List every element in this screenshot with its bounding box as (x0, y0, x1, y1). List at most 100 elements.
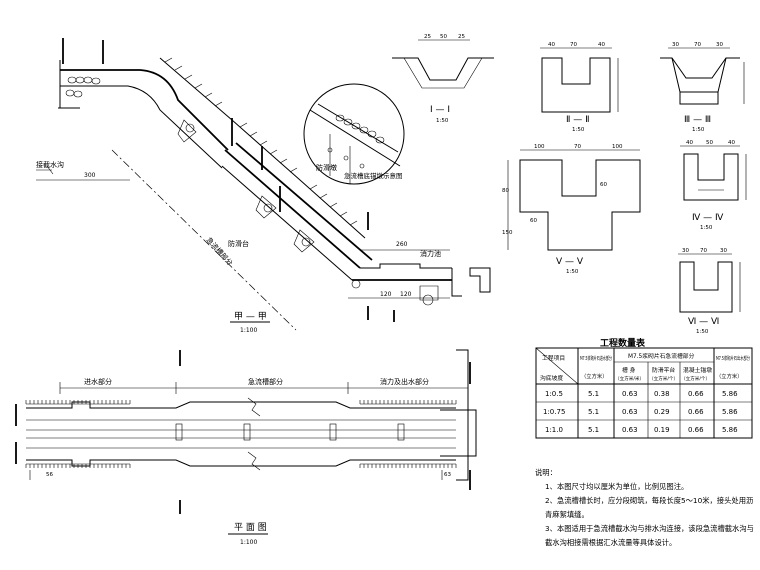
section-jia-scale: 1:100 (240, 327, 257, 334)
svg-text:0.66: 0.66 (688, 408, 704, 416)
svg-text:100: 100 (534, 144, 545, 150)
plan-scale: 1:100 (240, 539, 257, 546)
section-2: 40 70 40 (540, 42, 619, 113)
table-col-b2-unit: （立方米/个） (649, 375, 678, 382)
svg-text:60: 60 (600, 182, 607, 188)
svg-text:1:0.75: 1:0.75 (543, 408, 565, 416)
svg-text:30: 30 (716, 42, 723, 48)
svg-text:150: 150 (502, 230, 513, 236)
svg-text:5.1: 5.1 (588, 390, 599, 398)
section-jia-profile (36, 38, 491, 331)
section-5-title: Ⅴ — Ⅴ (556, 257, 584, 267)
svg-text:70: 70 (570, 42, 577, 48)
table-col-c: M7.5浆砌片石出水部分 (716, 354, 750, 362)
note-2: 2、急流槽槽长时，应分段砌筑，每段长度5～10米，接头处用沥青麻絮填缝。 (545, 496, 754, 519)
detail-circle-label: 急流槽底锚墩示意图 (344, 171, 403, 180)
svg-text:1:1.0: 1:1.0 (545, 426, 563, 434)
svg-text:5.86: 5.86 (722, 426, 738, 434)
svg-text:40: 40 (686, 140, 693, 146)
svg-text:0.29: 0.29 (654, 408, 670, 416)
svg-text:60: 60 (530, 218, 537, 224)
section-6: 30 70 30 (678, 248, 741, 313)
svg-text:1:0.5: 1:0.5 (545, 390, 563, 398)
svg-text:30: 30 (672, 42, 679, 48)
table-col-b1: 槽 身 (622, 366, 636, 374)
section-1-scale: 1:50 (436, 118, 449, 124)
svg-text:40: 40 (548, 42, 555, 48)
energy-pool-label: 消力池 (420, 249, 441, 258)
section-2-scale: 1:50 (572, 127, 585, 133)
svg-text:40: 40 (598, 42, 605, 48)
quantity-table (535, 347, 753, 439)
svg-text:5.1: 5.1 (588, 408, 599, 416)
svg-text:30: 30 (720, 248, 727, 254)
dim-120-a: 120 (380, 291, 392, 298)
section-5: 100 70 100 80 150 60 60 (502, 144, 641, 251)
table-col-c-unit: （立方米） (716, 372, 743, 380)
dim-300: 300 (84, 172, 96, 179)
svg-text:50: 50 (440, 34, 447, 40)
svg-text:70: 70 (700, 248, 707, 254)
plan-title: 平 面 图 (234, 522, 267, 533)
svg-text:70: 70 (694, 42, 701, 48)
section-4-title: Ⅳ — Ⅳ (692, 213, 724, 223)
svg-text:5.1: 5.1 (588, 426, 599, 434)
inflow-label: 进水部分 (84, 377, 112, 386)
table-col-a: M7.5浆砌片石进水部分 (580, 354, 612, 362)
svg-text:70: 70 (574, 144, 581, 150)
svg-text:50: 50 (706, 140, 713, 146)
table-col-b3-unit: （立方米/个） (681, 375, 710, 382)
table-group-b: M7.5浆砌片石急流槽部分 (628, 352, 695, 360)
table-col-a-unit: （立方米） (581, 372, 608, 380)
section-4-scale: 1:50 (700, 225, 713, 231)
svg-text:0.63: 0.63 (622, 426, 638, 434)
plan-view (15, 349, 477, 514)
svg-text:0.63: 0.63 (622, 408, 638, 416)
slide-stop-label: 防滑台 (228, 239, 249, 248)
svg-text:30: 30 (682, 248, 689, 254)
svg-text:5.86: 5.86 (722, 390, 738, 398)
section-3-title: Ⅲ — Ⅲ (684, 115, 711, 125)
section-3-scale: 1:50 (692, 127, 705, 133)
svg-text:5.86: 5.86 (722, 408, 738, 416)
table-corner-bottom: 沟底坡度 (540, 374, 563, 382)
table-col-b3: 混凝土锚墩 (683, 366, 712, 374)
section-3: 30 70 30 (660, 42, 745, 105)
section-2-title: Ⅱ — Ⅱ (566, 115, 590, 125)
table-col-b2: 防滑平台 (652, 366, 675, 374)
table-corner-top: 工程项目 (542, 354, 565, 362)
section-4: 40 50 40 (680, 140, 747, 201)
table-row: 1:0.5 5.1 0.63 0.38 0.66 5.86 (545, 390, 738, 398)
note-3: 3、本图适用于急流槽截水沟与排水沟连接，该段急流槽截水沟与截水沟相接需根据汇水流… (545, 524, 754, 547)
table-col-b1-unit: （立方米/米） (615, 375, 644, 382)
svg-text:25: 25 (424, 34, 431, 40)
svg-text:63: 63 (444, 472, 451, 478)
svg-text:25: 25 (458, 34, 465, 40)
section-6-title: Ⅵ — Ⅵ (688, 317, 719, 327)
intercept-ditch-label: 接截水沟 (36, 160, 64, 169)
table-row: 1:1.0 5.1 0.63 0.19 0.66 5.86 (545, 426, 738, 434)
svg-text:0.63: 0.63 (622, 390, 638, 398)
anti-slide-pier-label: 防滑墩 (316, 163, 337, 172)
section-5-scale: 1:50 (566, 269, 579, 275)
svg-text:0.38: 0.38 (654, 390, 670, 398)
svg-text:0.66: 0.66 (688, 426, 704, 434)
svg-text:100: 100 (612, 144, 623, 150)
dim-260: 260 (396, 241, 408, 248)
svg-text:80: 80 (502, 188, 509, 194)
table-title: 工程数量表 (600, 339, 646, 349)
section-jia-title: 甲 — 甲 (234, 311, 267, 322)
notes-block: 说明： 1、本图尺寸均以厘米为单位，比例见图注。 2、急流槽槽长时，应分段砌筑，… (535, 466, 757, 550)
energy-label: 消力及出水部分 (380, 377, 429, 386)
section-1: 25 50 25 (392, 34, 494, 89)
anchor-detail-circle (303, 83, 405, 185)
dim-120-b: 120 (400, 291, 412, 298)
chute-label: 急流槽部分 (248, 377, 283, 386)
svg-text:56: 56 (46, 472, 53, 478)
svg-text:40: 40 (728, 140, 735, 146)
section-1-title: Ⅰ — Ⅰ (430, 105, 450, 115)
note-1: 1、本图尺寸均以厘米为单位，比例见图注。 (545, 482, 689, 491)
svg-text:0.19: 0.19 (654, 426, 670, 434)
svg-text:0.66: 0.66 (688, 390, 704, 398)
